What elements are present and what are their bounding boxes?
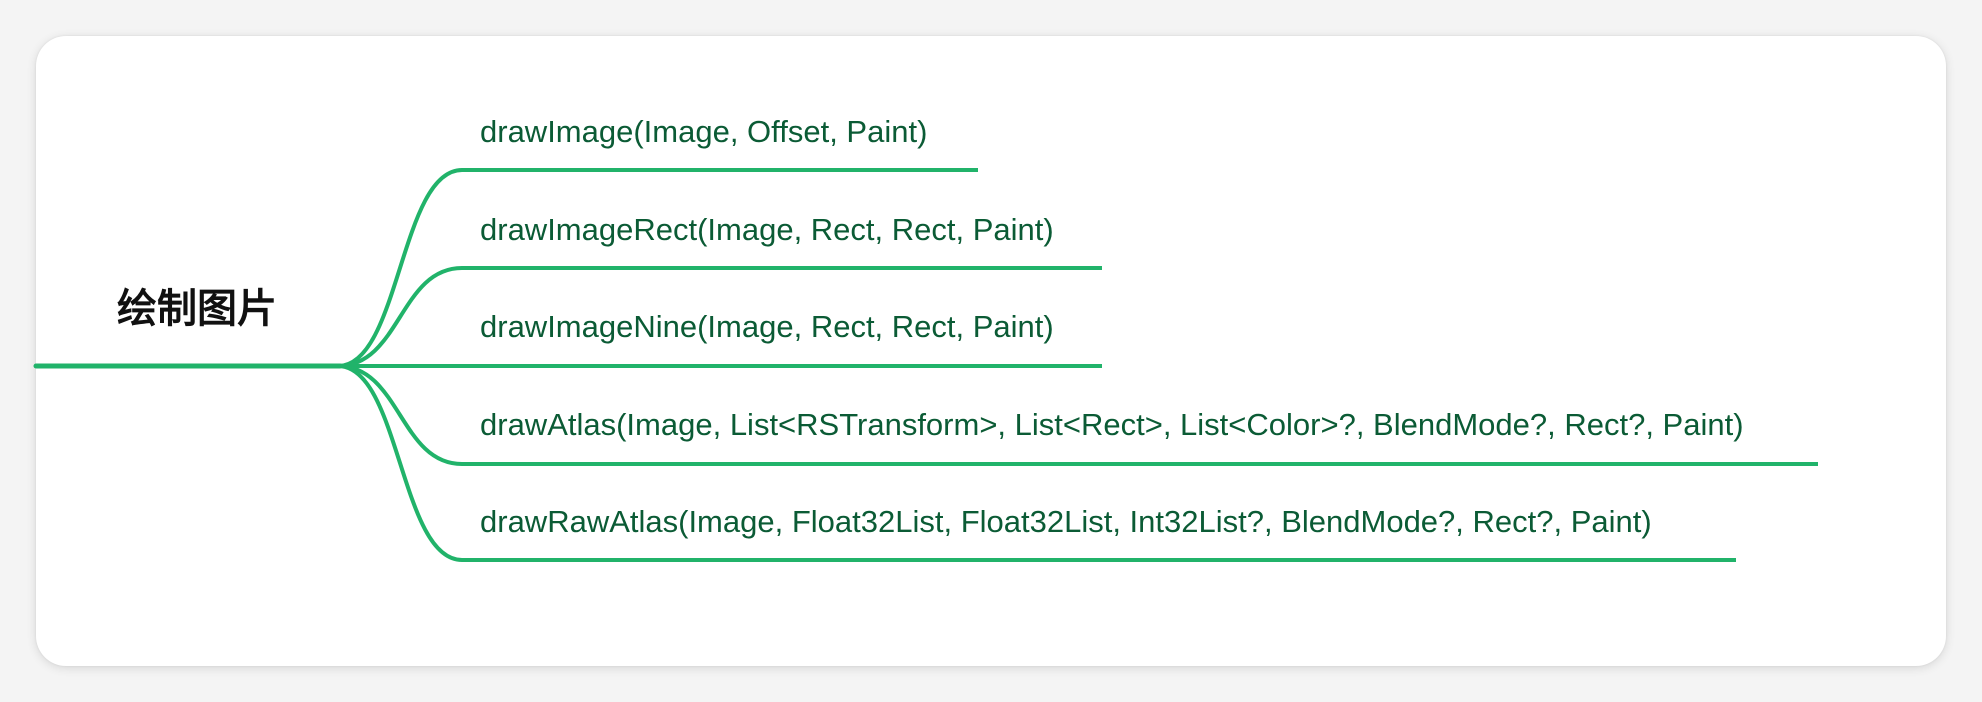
branch-connector-5 <box>337 364 463 562</box>
branch-label-drawImageNine: drawImageNine(Image, Rect, Rect, Paint) <box>480 309 1054 344</box>
branch-label-drawAtlas: drawAtlas(Image, List<RSTransform>, List… <box>480 407 1744 442</box>
branch-label-drawImageRect: drawImageRect(Image, Rect, Rect, Paint) <box>480 212 1054 247</box>
branch-connector-1 <box>337 168 463 368</box>
branch-connector-4 <box>337 364 463 466</box>
branch-label-drawImage: drawImage(Image, Offset, Paint) <box>480 114 928 149</box>
branch-label-drawRawAtlas: drawRawAtlas(Image, Float32List, Float32… <box>480 504 1652 539</box>
root-node-label: 绘制图片 <box>117 286 277 332</box>
branch-connector-2 <box>337 266 463 368</box>
